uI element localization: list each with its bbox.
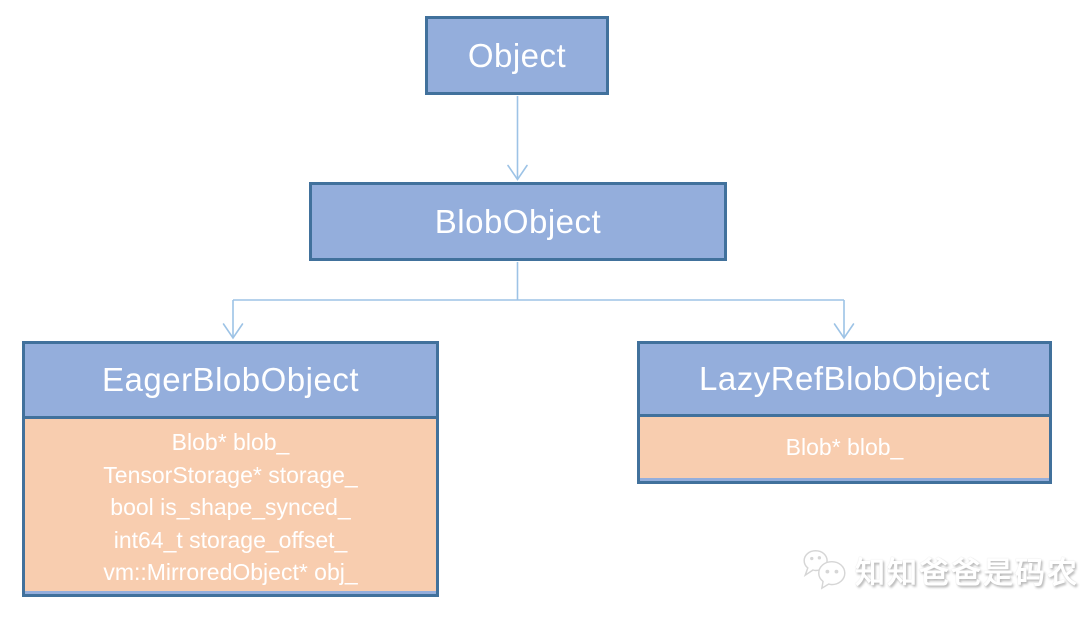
- class-fields-section: Blob* blob_: [640, 414, 1049, 478]
- watermark-text: 知知爸爸是码农: [855, 557, 1079, 590]
- field-is-shape-synced: bool is_shape_synced_: [110, 494, 351, 520]
- field-storage-offset: int64_t storage_offset_: [113, 526, 348, 553]
- class-title: EagerBlobObject: [102, 361, 359, 398]
- edge-blobobject-to-children: [232, 262, 845, 338]
- class-title: BlobObject: [434, 202, 602, 240]
- class-node-lazyrefblobobject: LazyRefBlobObject Blob* blob_: [637, 341, 1052, 484]
- field-blob: Blob* blob_: [171, 429, 290, 455]
- class-node-eagerblobobject: EagerBlobObject Blob* blob_ TensorStorag…: [22, 341, 439, 597]
- wechat-icon: [803, 549, 846, 590]
- class-node-object: Object: [425, 16, 609, 95]
- watermark: 知知爸爸是码农: [800, 548, 1079, 592]
- class-node-blobobject: BlobObject: [309, 182, 727, 261]
- arrowhead-down-icon: [833, 323, 855, 340]
- class-title: Object: [467, 36, 567, 74]
- arrowhead-down-icon: [222, 323, 244, 340]
- field-obj: vm::MirroredObject* obj_: [103, 559, 358, 585]
- class-fields-section: Blob* blob_ TensorStorage* storage_ bool…: [25, 416, 436, 591]
- arrowhead-down-icon: [507, 164, 528, 181]
- class-title: LazyRefBlobObject: [699, 360, 990, 397]
- field-storage: TensorStorage* storage_: [103, 461, 358, 488]
- field-blob: Blob* blob_: [785, 434, 904, 460]
